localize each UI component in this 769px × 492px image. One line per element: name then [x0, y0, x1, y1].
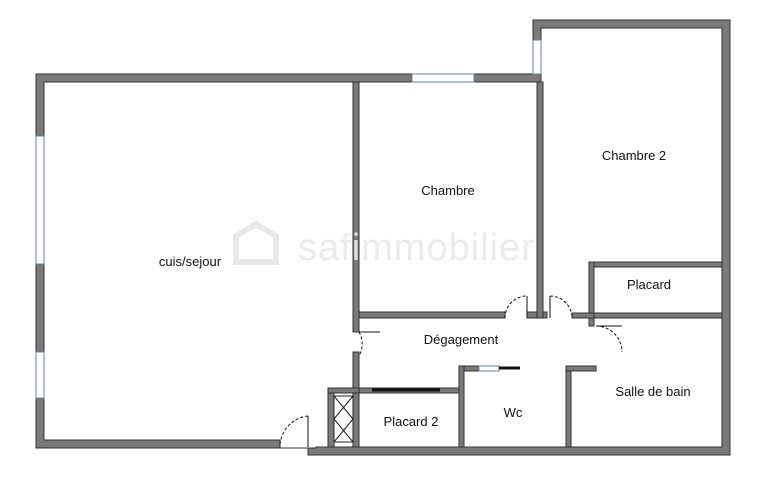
- house-logo-icon: [233, 220, 279, 265]
- entry-door-arc: [279, 415, 309, 448]
- wall-bedroom-bottom: [358, 311, 506, 319]
- bedroom-door-arc: [504, 295, 528, 319]
- wall-placard2-left: [352, 387, 360, 448]
- wall-hall-right-stub: [571, 312, 595, 319]
- watermark-brand: safimmobilier: [298, 227, 535, 269]
- wall-wc-left: [458, 365, 465, 448]
- bathroom-door-arc: [595, 325, 623, 353]
- wall-living-bedroom: [352, 81, 360, 333]
- label-bathroom: Salle de bain: [615, 384, 690, 399]
- wall-entry-top: [327, 387, 360, 394]
- wall-bedroom-bottom-b: [526, 311, 538, 319]
- wall-living-lower: [352, 351, 360, 389]
- label-closet2: Placard 2: [384, 414, 439, 429]
- wall-entry-left: [327, 387, 335, 448]
- bedroom2-door-arc: [549, 295, 573, 319]
- window-top-bedroom: [411, 73, 475, 83]
- utility-box: [333, 395, 354, 443]
- wall-bedroom2-bottom-a: [542, 311, 548, 319]
- watermark: safimmobilier: [233, 220, 535, 269]
- doors: [279, 295, 623, 448]
- label-bedroom2: Chambre 2: [602, 148, 666, 163]
- window-corner: [532, 39, 542, 75]
- windows: [35, 39, 542, 399]
- wall-bath-left-lower: [565, 365, 572, 448]
- wall-bath-left: [588, 317, 595, 327]
- label-living: cuis/sejour: [159, 254, 222, 269]
- wall-bedroom-bedroom2: [536, 81, 544, 319]
- label-hallway: Dégagement: [424, 332, 499, 347]
- window-hall-wc: [478, 365, 500, 372]
- wall-closet-bottom: [588, 312, 723, 319]
- living-door-arc: [358, 331, 363, 357]
- label-closet: Placard: [627, 277, 671, 292]
- room-labels: cuis/sejour Chambre Chambre 2 Placard Dé…: [159, 148, 691, 429]
- window-left-upper: [35, 135, 45, 265]
- label-bedroom: Chambre: [421, 183, 474, 198]
- wall-bath-top: [565, 365, 597, 372]
- label-toilet: Wc: [504, 405, 523, 420]
- window-left-lower: [35, 351, 45, 399]
- wall-closet-top: [588, 261, 723, 268]
